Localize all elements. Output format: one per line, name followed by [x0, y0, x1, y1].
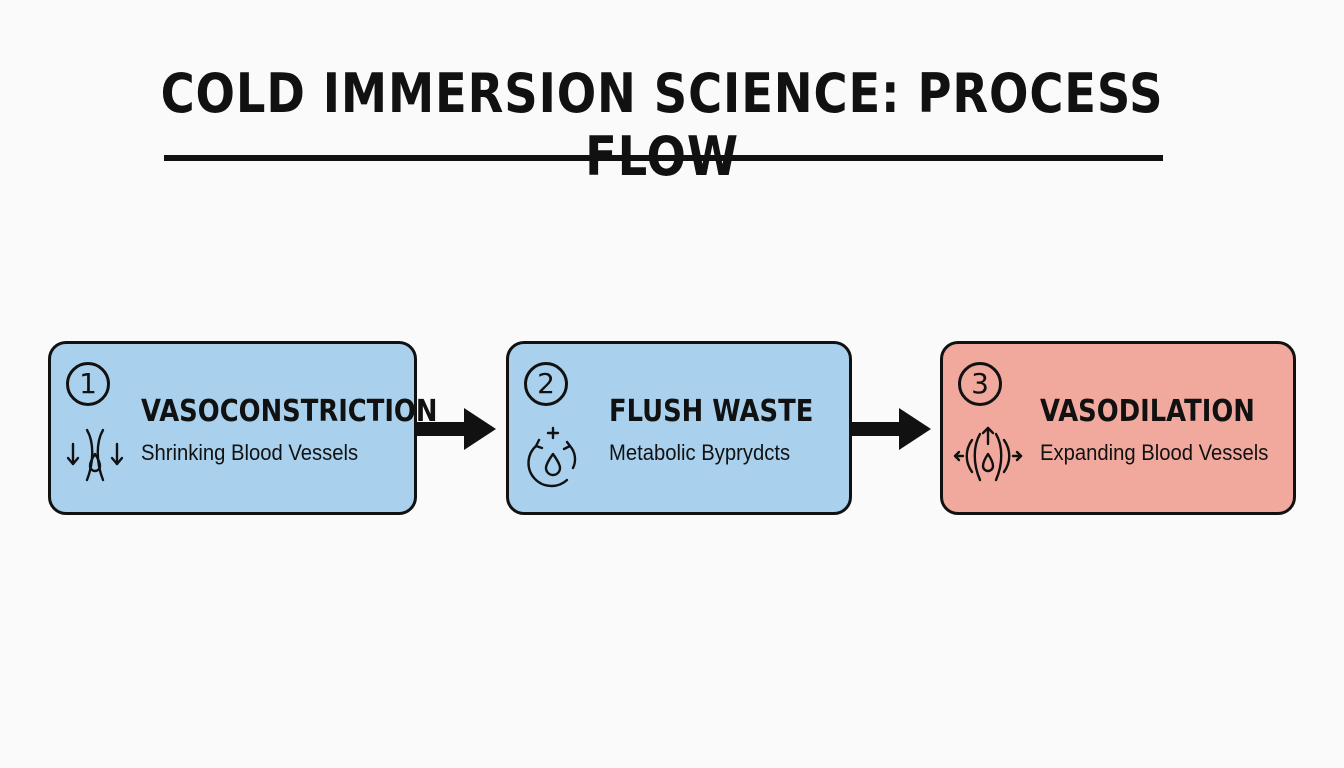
step-vasoconstriction: 1 VASOCONSTRICTION Shrinking Blood Vesse… — [48, 341, 437, 515]
step-number-badge: 1 — [66, 362, 110, 406]
vessel-constrict-icon — [66, 428, 124, 482]
step-number-badge: 2 — [524, 362, 568, 406]
flush-cycle-icon — [527, 426, 577, 488]
step-subtitle: Shrinking Blood Vessels — [141, 440, 359, 465]
step-vasodilation: 3 VASODILATION Expanding Blood Vessels — [940, 341, 1296, 515]
step-heading: VASODILATION — [1040, 394, 1255, 429]
vessel-expand-icon — [953, 426, 1023, 482]
step-subtitle: Expanding Blood Vessels — [1040, 440, 1269, 465]
arrow-right-icon — [851, 408, 931, 450]
step-number-badge: 3 — [958, 362, 1002, 406]
title-underline — [164, 155, 1163, 161]
step-subtitle: Metabolic Byprydcts — [609, 440, 791, 465]
step-flush-waste: 2 FLUSH WASTE Metabolic Byprydcts — [506, 341, 852, 515]
diagram-title: COLD IMMERSION SCIENCE: PROCESS FLOW — [160, 62, 1164, 188]
step-heading: VASOCONSTRICTION — [141, 394, 438, 429]
step-heading: FLUSH WASTE — [609, 394, 814, 429]
arrow-right-icon — [416, 408, 496, 450]
